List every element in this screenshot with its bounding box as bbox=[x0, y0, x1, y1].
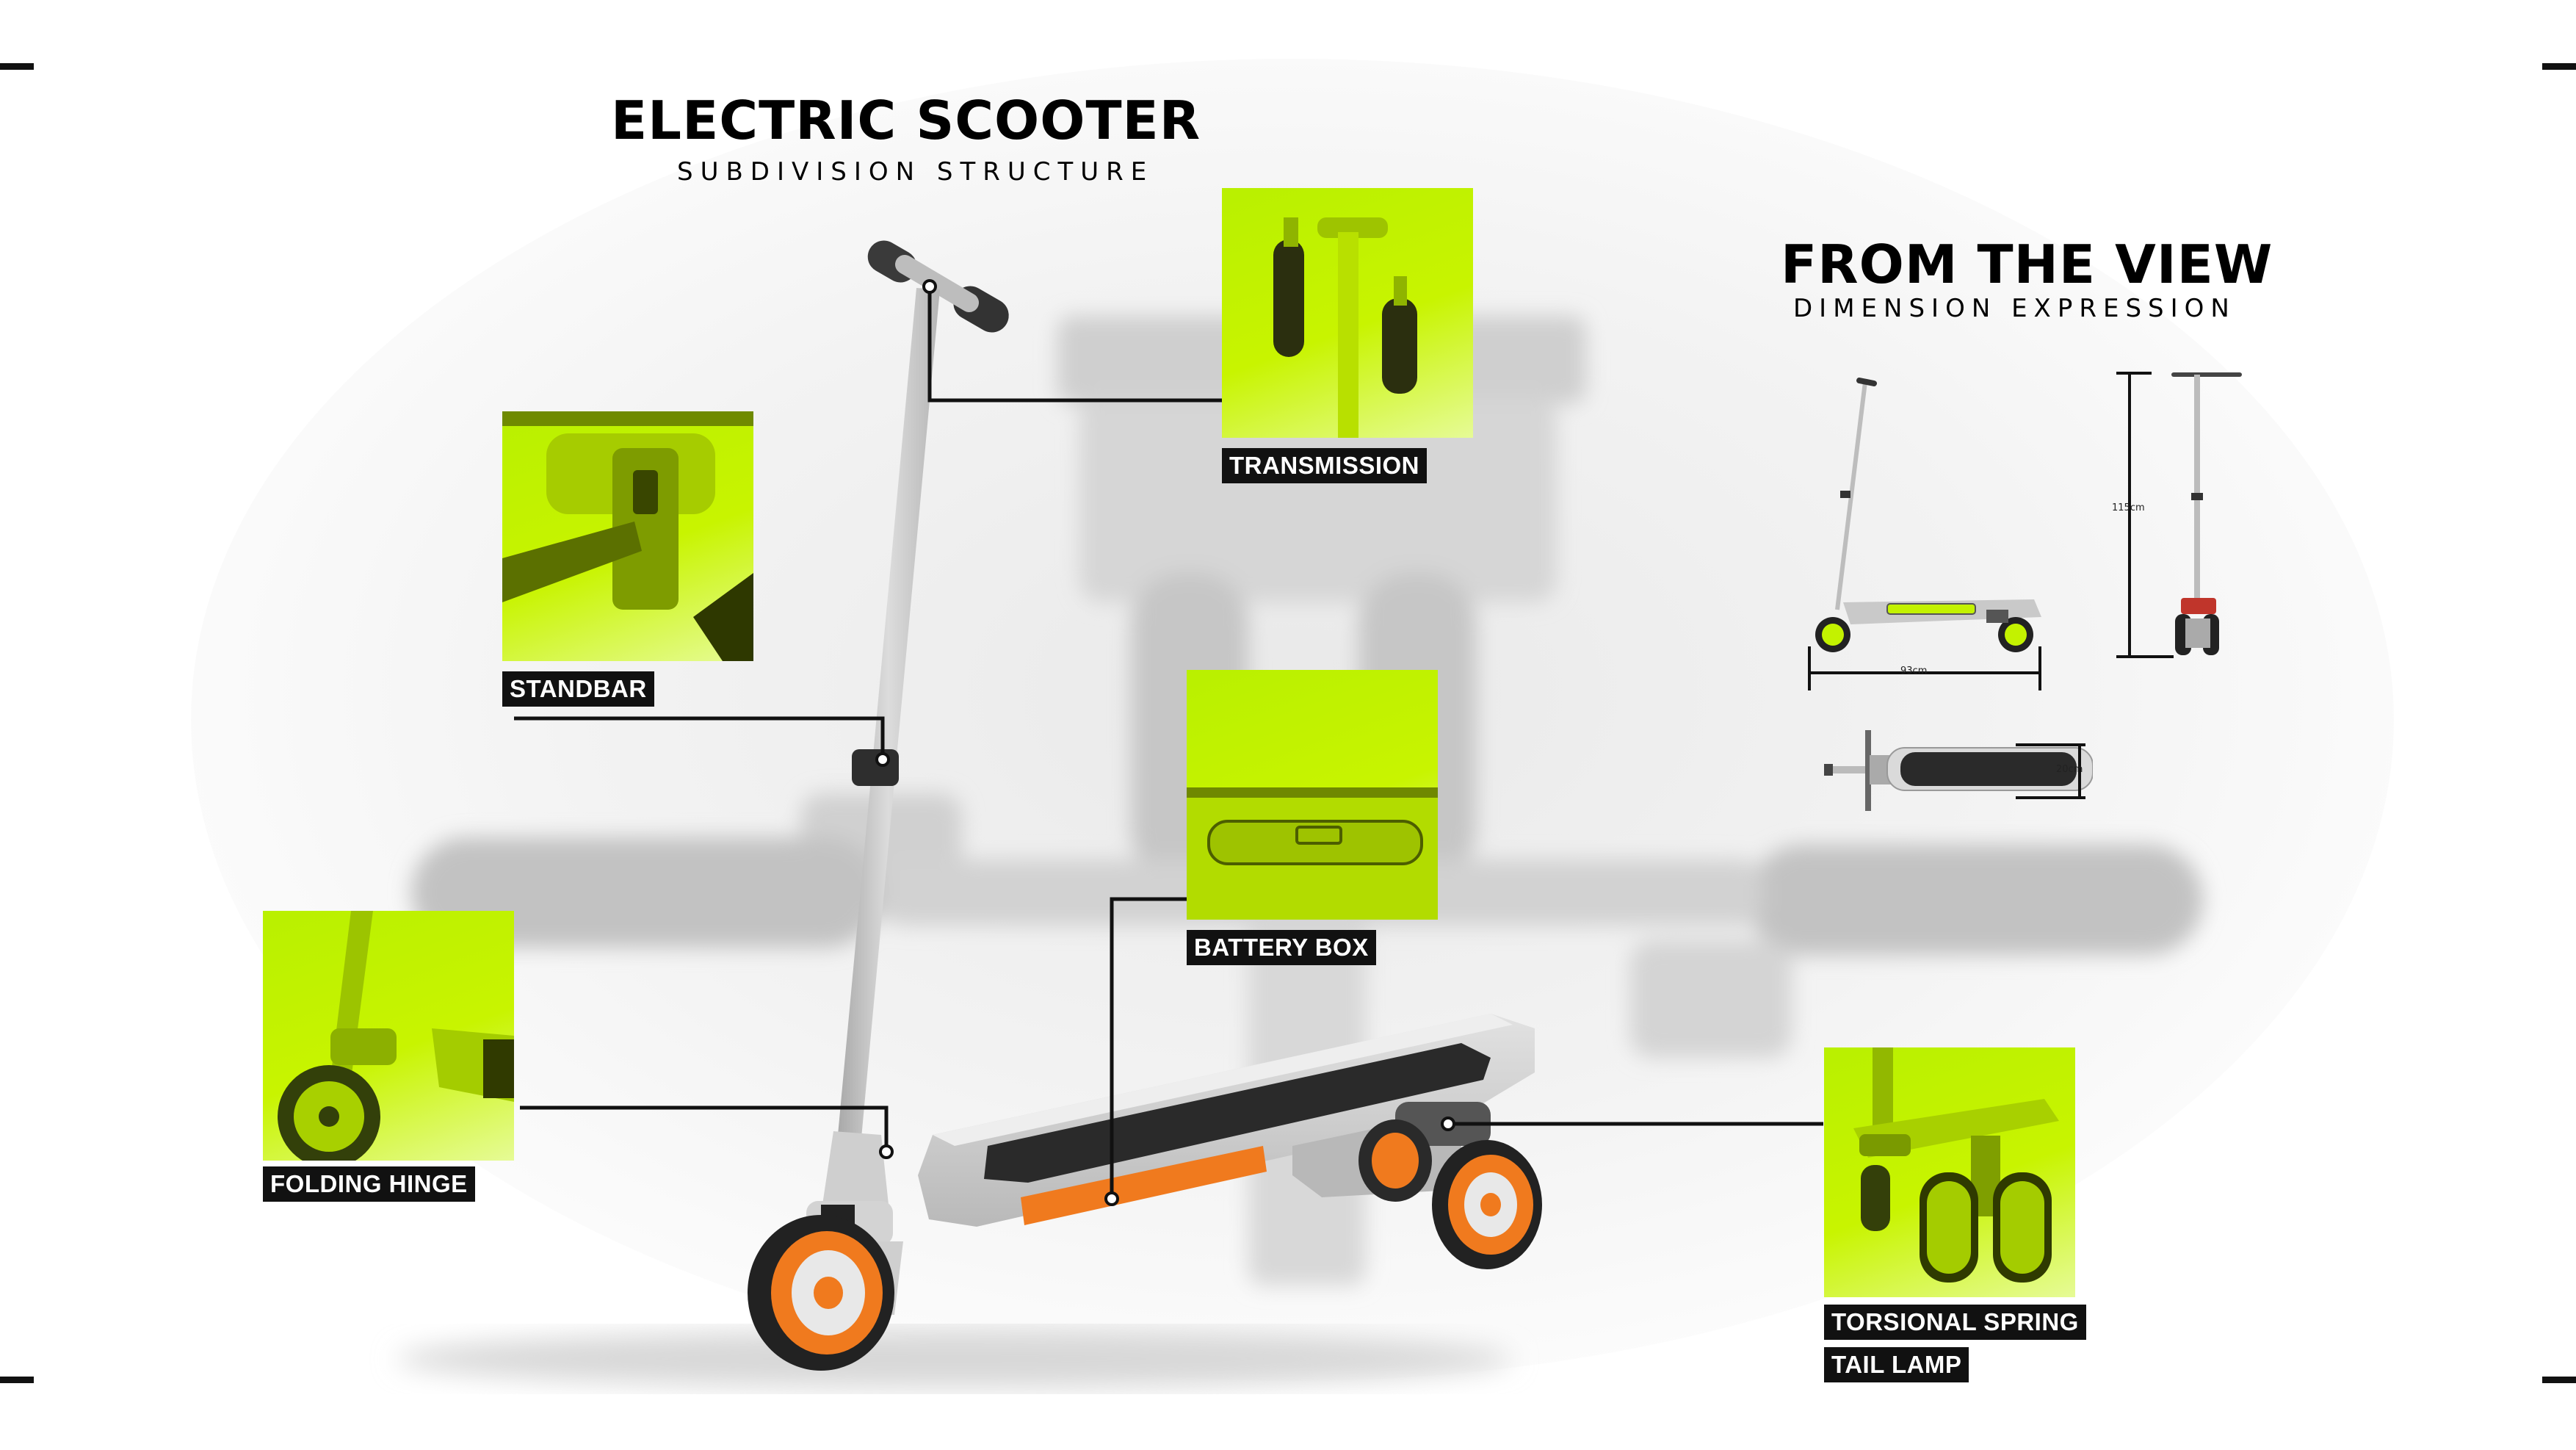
top-view-drawing bbox=[1824, 730, 2093, 811]
standbar-detail-image bbox=[502, 411, 753, 661]
height-dimension-label: 115cm bbox=[2112, 502, 2145, 513]
standbar-label: STANDBAR bbox=[502, 671, 654, 707]
battery-box-label: BATTERY BOX bbox=[1187, 930, 1376, 965]
folding-hinge-detail-image bbox=[263, 911, 514, 1161]
transmission-detail-image bbox=[1222, 188, 1473, 438]
length-dimension-label: 93cm bbox=[1900, 666, 1928, 677]
rear-view-drawing bbox=[2116, 372, 2242, 658]
crop-mark-bottom-right bbox=[2542, 1377, 2576, 1383]
page-subtitle: SUBDIVISION STRUCTURE bbox=[677, 157, 1154, 187]
torsional-spring-label: TORSIONAL SPRING bbox=[1824, 1305, 2086, 1340]
page-title: ELECTRIC SCOOTER bbox=[611, 90, 1201, 151]
handlebar-grip-render bbox=[1273, 217, 1417, 438]
torsional-spring-detail-image bbox=[1824, 1047, 2075, 1297]
views-subtitle: DIMENSION EXPRESSION bbox=[1793, 294, 2236, 323]
crop-mark-bottom-left bbox=[0, 1377, 34, 1383]
width-dimension-label: 20cm bbox=[2056, 764, 2083, 775]
side-view-drawing bbox=[1808, 378, 2041, 690]
folding-hinge-render bbox=[278, 911, 514, 1161]
crop-mark-top-left bbox=[0, 63, 34, 70]
battery-box-render bbox=[1187, 787, 1438, 920]
battery-box-detail-image bbox=[1187, 670, 1438, 920]
crop-mark-top-right bbox=[2542, 63, 2576, 70]
rear-suspension-render bbox=[1853, 1047, 2059, 1283]
views-title: FROM THE VIEW bbox=[1781, 234, 2273, 295]
folding-hinge-label: FOLDING HINGE bbox=[263, 1166, 475, 1202]
tail-lamp-label: TAIL LAMP bbox=[1824, 1347, 1969, 1382]
transmission-label: TRANSMISSION bbox=[1222, 448, 1428, 483]
standbar-clamp-render bbox=[502, 411, 753, 661]
